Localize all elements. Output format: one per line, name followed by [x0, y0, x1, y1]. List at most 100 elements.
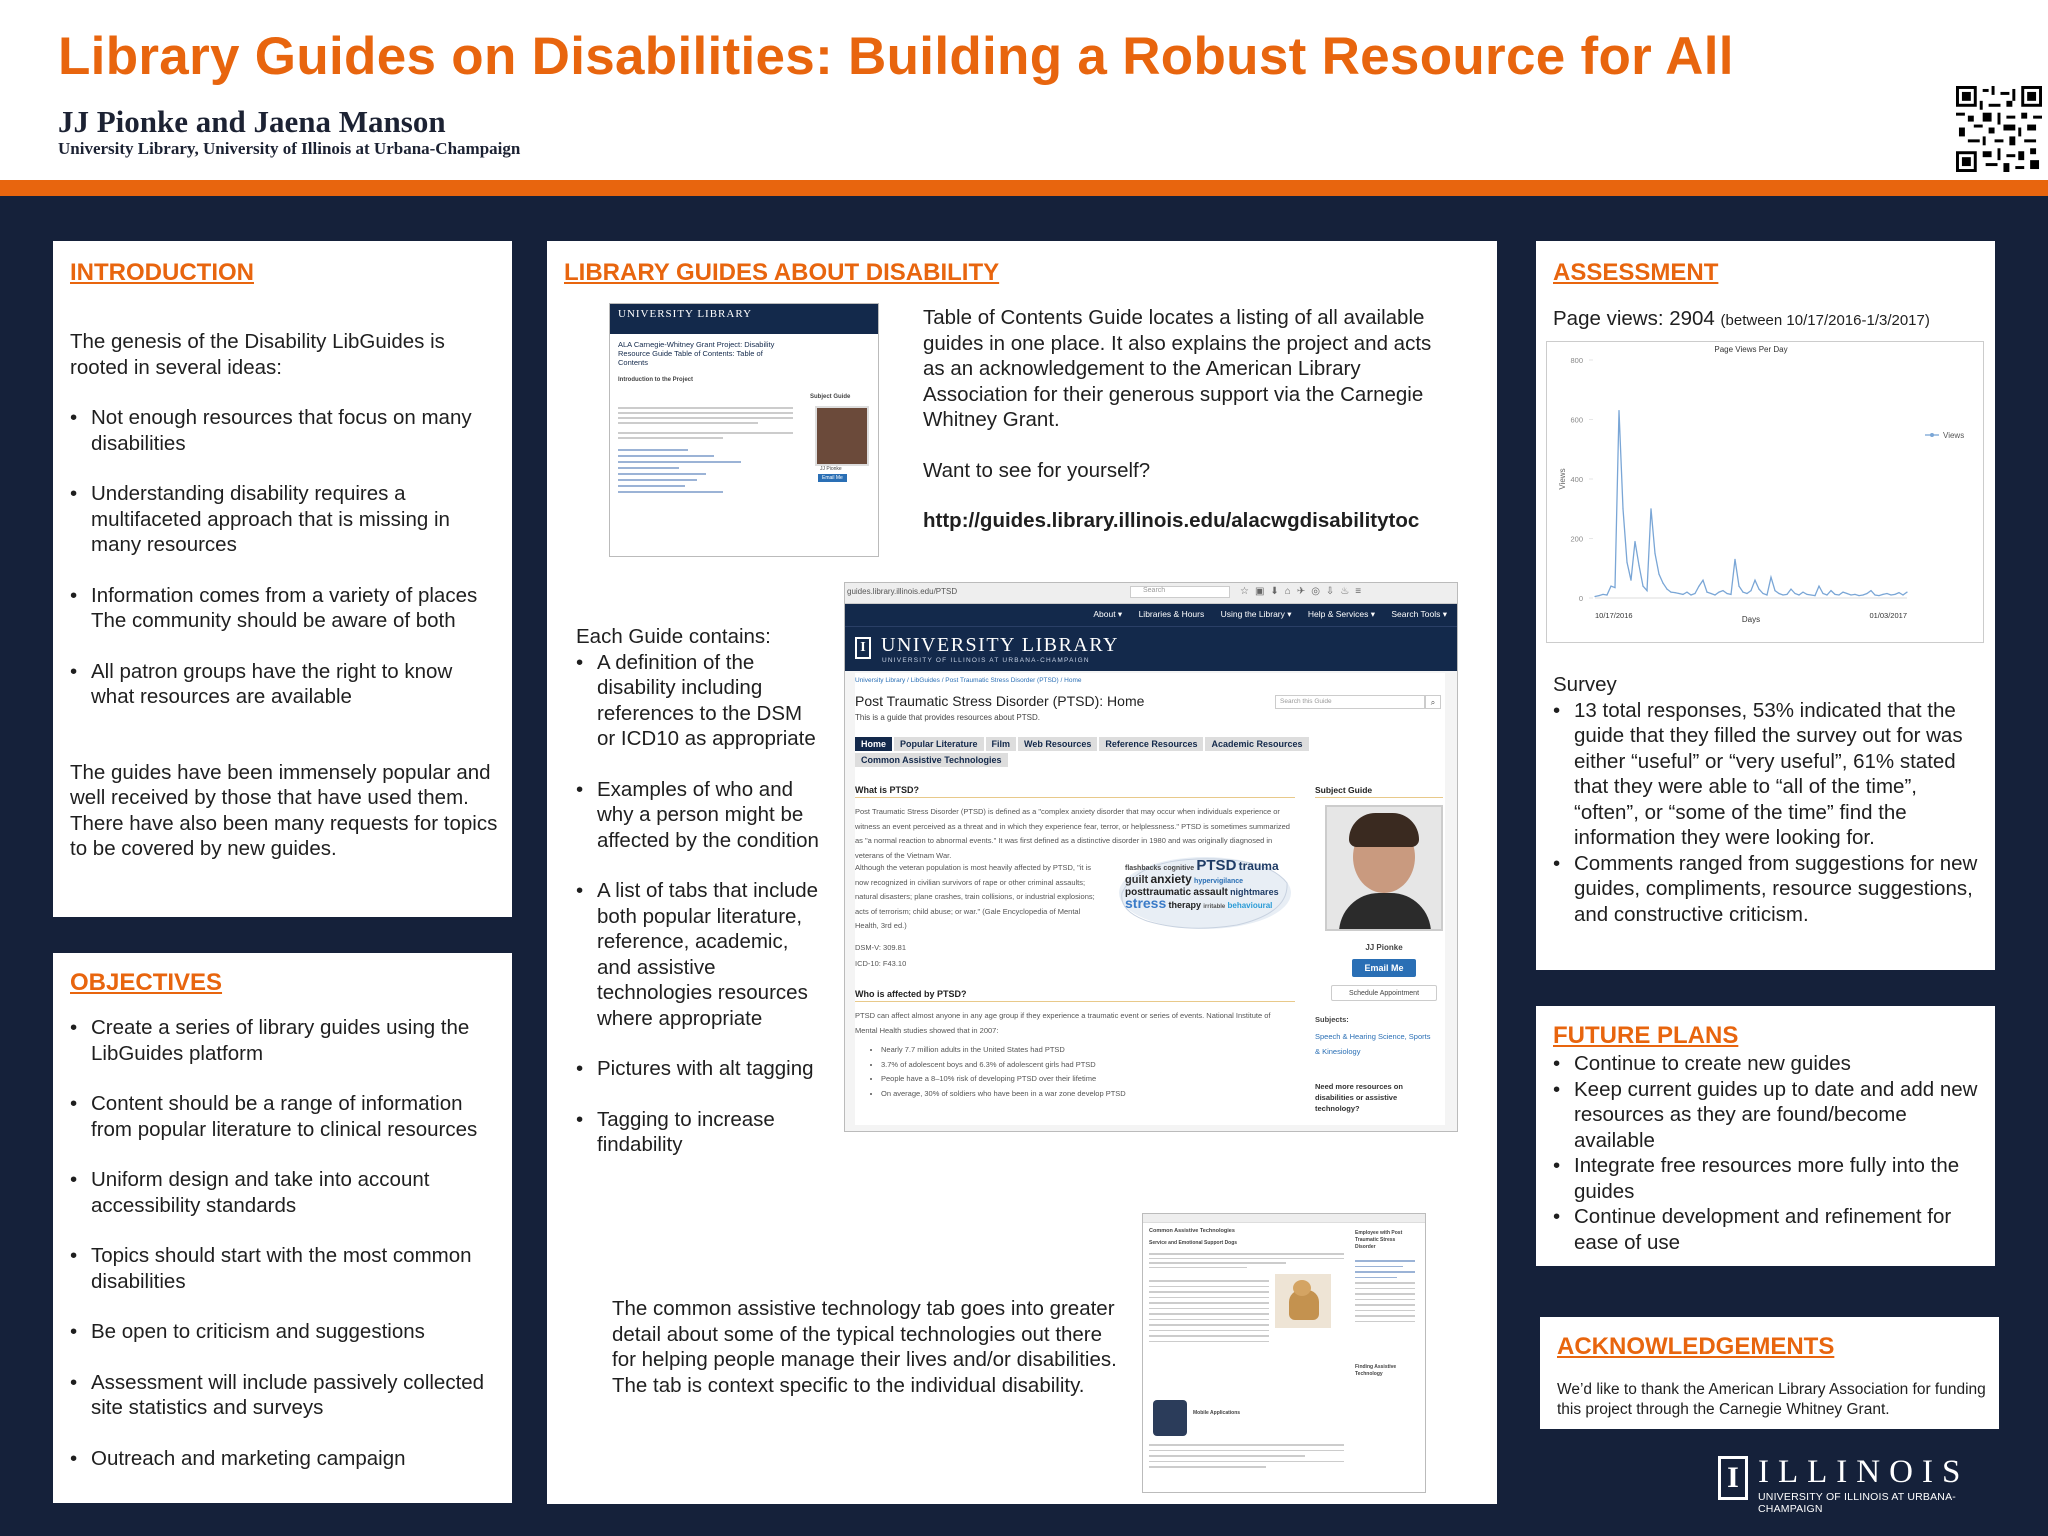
who-list: Nearly 7.7 million adults in the United …: [855, 1043, 1301, 1101]
subjects-links[interactable]: Speech & Hearing Science, Sports & Kines…: [1315, 1032, 1431, 1056]
data-point: [1634, 540, 1636, 543]
data-point: [1654, 552, 1656, 554]
data-point: [1646, 590, 1648, 592]
nav-item-libraries[interactable]: Libraries & Hours: [1138, 609, 1205, 619]
data-point: [1810, 594, 1812, 596]
tab-film[interactable]: Film: [985, 737, 1017, 751]
data-point: [1678, 592, 1680, 595]
toc-email-button[interactable]: Email Me: [818, 474, 847, 482]
tab-academic-resources[interactable]: Academic Resources: [1205, 737, 1309, 751]
y-tick-label: 400: [1570, 475, 1583, 484]
introduction-closing: The guides have been immensely popular a…: [70, 760, 498, 861]
list-item: Create a series of library guides using …: [70, 1015, 502, 1066]
at-text-lines: [1149, 1440, 1344, 1472]
illinois-subline: UNIVERSITY OF ILLINOIS AT URBANA-CHAMPAI…: [1758, 1491, 1956, 1515]
list-item: Tagging to increase findability: [576, 1107, 821, 1158]
tab-common-assistive-technologies[interactable]: Common Assistive Technologies: [855, 753, 1008, 767]
data-point: [1594, 595, 1596, 598]
toc-description: Table of Contents Guide locates a listin…: [923, 305, 1453, 534]
data-point: [1642, 585, 1644, 587]
illinois-logo: I ILLINOIS UNIVERSITY OF ILLINOIS AT URB…: [1716, 1454, 1996, 1515]
data-point: [1782, 594, 1784, 596]
what-heading: What is PTSD?: [855, 785, 920, 795]
at-text-lines: [1149, 1276, 1269, 1346]
data-point: [1610, 585, 1612, 587]
x-axis-label: Days: [1742, 615, 1760, 624]
word-cloud-word: cognitive: [1163, 865, 1195, 872]
toc-page-title: ALA Carnegie-Whitney Grant Project: Disa…: [618, 340, 775, 367]
objectives-panel: OBJECTIVES Create a series of library gu…: [53, 953, 512, 1503]
list-item: Comments ranged from suggestions for new…: [1553, 851, 1983, 928]
data-point: [1866, 592, 1868, 595]
avatar: [815, 406, 869, 466]
future-plans-body: Continue to create new guides Keep curre…: [1553, 1051, 1985, 1255]
breadcrumb: University Library / LibGuides / Post Tr…: [855, 677, 1082, 684]
guide-search-input[interactable]: Search this Guide: [1275, 695, 1425, 709]
nav-item-using[interactable]: Using the Library ▾: [1220, 609, 1292, 619]
nav-item-help[interactable]: Help & Services ▾: [1307, 609, 1375, 619]
list-item: People have a 8–10% risk of developing P…: [881, 1072, 1301, 1087]
data-point: [1794, 592, 1796, 595]
list-item: Pictures with alt tagging: [576, 1056, 821, 1082]
data-point: [1830, 590, 1832, 592]
word-cloud-word: PTSD: [1196, 857, 1237, 874]
y-tick-label: 600: [1570, 416, 1583, 425]
subject-person: JJ Pionke: [1365, 943, 1403, 952]
banner-sub: UNIVERSITY OF ILLINOIS AT URBANA-CHAMPAI…: [882, 657, 1090, 664]
email-me-button[interactable]: Email Me: [1352, 959, 1416, 977]
data-point: [1870, 590, 1872, 592]
list-item: Continue development and refinement for …: [1553, 1204, 1985, 1255]
data-point: [1710, 592, 1712, 595]
list-item: Continue to create new guides: [1553, 1051, 1985, 1077]
list-item: Be open to criticism and suggestions: [70, 1319, 502, 1345]
data-point: [1622, 508, 1624, 510]
guide-contents-lead: Each Guide contains:: [576, 625, 771, 648]
list-item: Nearly 7.7 million adults in the United …: [881, 1043, 1301, 1058]
tab-home[interactable]: Home: [855, 737, 893, 751]
data-point: [1682, 593, 1684, 595]
toc-text: Table of Contents Guide locates a listin…: [923, 306, 1432, 431]
word-cloud-word: behavioural: [1227, 901, 1273, 910]
guides-heading: LIBRARY GUIDES ABOUT DISABILITY: [564, 259, 1000, 286]
search-icon[interactable]: ⌕: [1425, 695, 1441, 709]
tab-popular-literature[interactable]: Popular Literature: [894, 737, 984, 751]
data-point: [1602, 593, 1604, 595]
browser-search[interactable]: Search: [1130, 586, 1230, 598]
y-tick-label: 0: [1579, 594, 1583, 603]
data-point: [1818, 585, 1820, 587]
data-point: [1706, 591, 1708, 593]
list-item: 13 total responses, 53% indicated that t…: [1553, 698, 1983, 851]
nav-item-about[interactable]: About ▾: [1093, 609, 1123, 619]
word-cloud-words: flashbacks cognitive PTSD trauma guilt a…: [1125, 858, 1285, 912]
poster-affiliation: University Library, University of Illino…: [58, 139, 521, 158]
data-point: [1734, 558, 1736, 560]
future-plans-heading: FUTURE PLANS: [1553, 1022, 1739, 1049]
y-tick-label: 800: [1570, 356, 1583, 365]
toc-guide-screenshot: UNIVERSITY LIBRARY ALA Carnegie-Whitney …: [609, 303, 879, 557]
data-point: [1786, 593, 1788, 595]
dsm-code: DSM-V: 309.81: [855, 943, 906, 952]
toc-link[interactable]: http://guides.library.illinois.edu/alacw…: [923, 509, 1420, 532]
objectives-list: Create a series of library guides using …: [70, 1015, 502, 1471]
address-bar[interactable]: guides.library.illinois.edu/PTSD: [847, 587, 958, 596]
tab-web-resources[interactable]: Web Resources: [1018, 737, 1098, 751]
tab-reference-resources[interactable]: Reference Resources: [1099, 737, 1204, 751]
word-cloud-word: nightmares: [1230, 887, 1279, 897]
list-item: Outreach and marketing campaign: [70, 1446, 502, 1472]
views-series-line: [1594, 410, 1908, 598]
data-point: [1614, 587, 1616, 589]
data-point: [1670, 591, 1672, 593]
legend-marker: [1930, 433, 1934, 437]
toc-brand: UNIVERSITY LIBRARY: [618, 308, 753, 320]
data-point: [1650, 508, 1652, 510]
ptsd-guide-screenshot: guides.library.illinois.edu/PTSD Search …: [844, 582, 1458, 1132]
data-point: [1766, 594, 1768, 596]
data-point: [1722, 590, 1724, 592]
assessment-heading: ASSESSMENT: [1553, 259, 1719, 286]
banner-brand: UNIVERSITY LIBRARY: [881, 634, 1119, 656]
data-point: [1886, 592, 1888, 595]
schedule-appointment-button[interactable]: Schedule Appointment: [1331, 985, 1437, 1001]
nav-item-search-tools[interactable]: Search Tools ▾: [1391, 609, 1447, 619]
data-point: [1754, 579, 1756, 581]
qr-code-icon[interactable]: [1956, 86, 2042, 172]
